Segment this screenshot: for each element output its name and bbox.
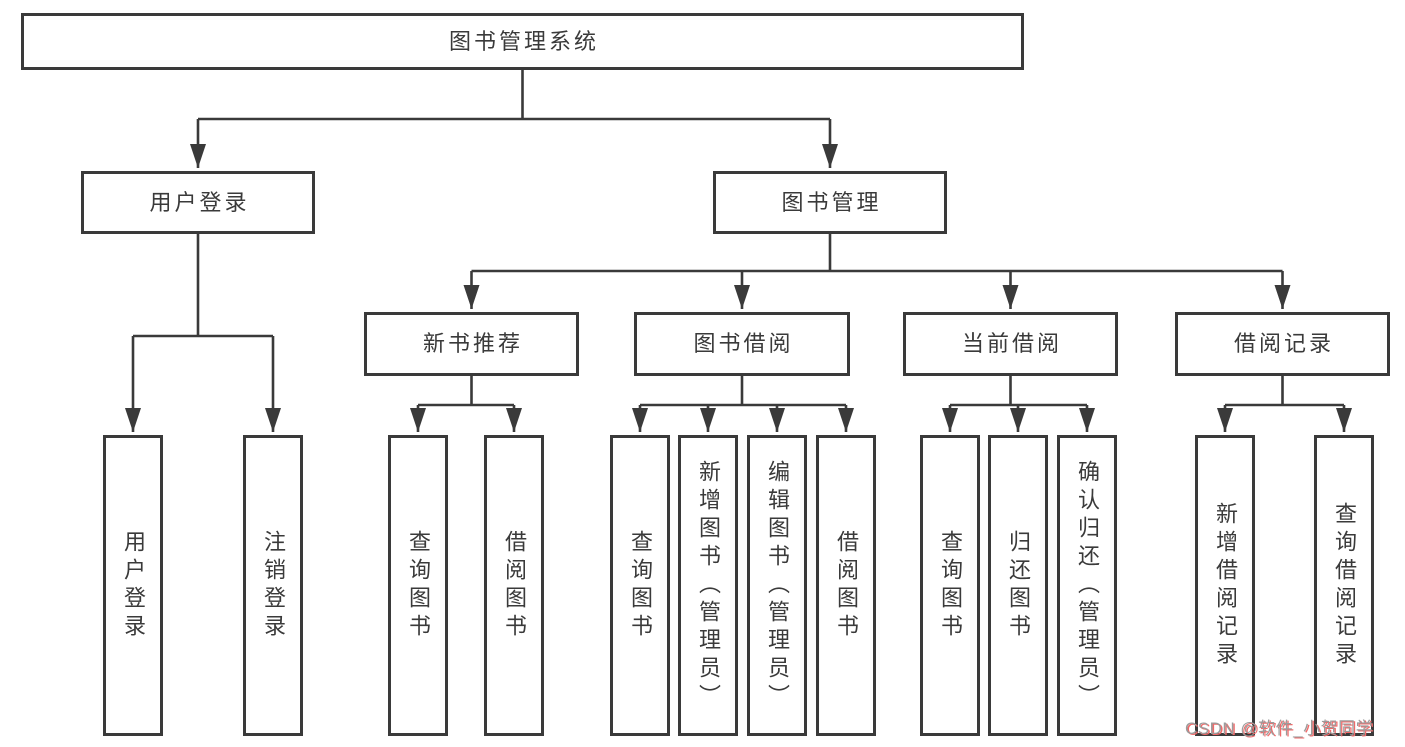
leaf-borrow-borrow: 借阅图书	[816, 435, 876, 736]
csdn-watermark: CSDN @软件_小贺同学	[1185, 719, 1374, 738]
leaf-current-return: 归还图书	[988, 435, 1048, 736]
leaf-records-add: 新增借阅记录	[1195, 435, 1255, 736]
leaf-borrow-edit-admin: 编辑图书（管理员）	[747, 435, 807, 736]
leaf-current-confirm-admin: 确认归还（管理员）	[1057, 435, 1117, 736]
node-book-borrow: 图书借阅	[634, 312, 850, 376]
node-user-login: 用户登录	[81, 171, 315, 234]
node-new-books: 新书推荐	[364, 312, 579, 376]
node-root: 图书管理系统	[21, 13, 1024, 70]
leaf-borrow-query: 查询图书	[610, 435, 670, 736]
leaf-newbooks-query: 查询图书	[388, 435, 448, 736]
leaf-borrow-add-admin: 新增图书（管理员）	[678, 435, 738, 736]
leaf-newbooks-borrow: 借阅图书	[484, 435, 544, 736]
leaf-logout: 注销登录	[243, 435, 303, 736]
node-borrow-records: 借阅记录	[1175, 312, 1390, 376]
node-current-borrow: 当前借阅	[903, 312, 1118, 376]
leaf-user-login: 用户登录	[103, 435, 163, 736]
leaf-current-query: 查询图书	[920, 435, 980, 736]
node-book-mgmt: 图书管理	[713, 171, 947, 234]
leaf-records-query: 查询借阅记录	[1314, 435, 1374, 736]
